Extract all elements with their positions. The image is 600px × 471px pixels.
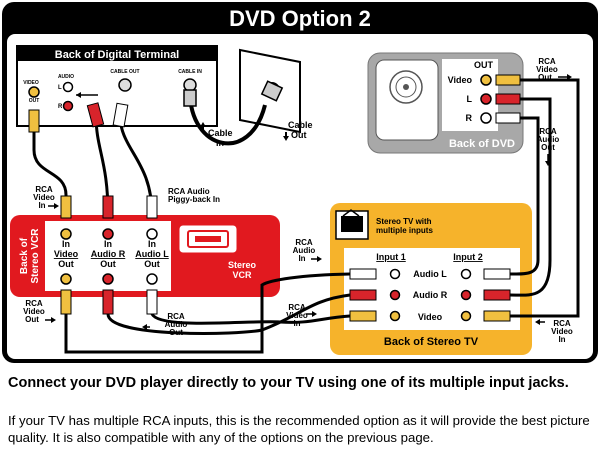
tv-rca-video-in-right-3: In — [558, 335, 565, 344]
vcr-rca-video-out-3: Out — [25, 315, 39, 324]
vcr-name-2: VCR — [232, 270, 252, 280]
vcr-video-in: In — [62, 239, 70, 249]
vcr-audio-l-in: In — [148, 239, 156, 249]
tv-rca-audio-in-2: Audio — [293, 246, 316, 255]
terminal-l-label: L — [58, 85, 62, 91]
wall-cable-in-1: Cable — [208, 128, 233, 138]
vcr-side-label-2: Stereo VCR — [30, 228, 41, 284]
dvd-audio-r-jack — [480, 112, 492, 124]
tv-audio-l-label: Audio L — [413, 269, 447, 279]
vcr-audio-r-out: Out — [100, 259, 116, 269]
caption-body: If your TV has multiple RCA inputs, this… — [8, 413, 590, 445]
terminal-audio-l-jack — [62, 81, 74, 93]
vcr-audio-r-in: In — [104, 239, 112, 249]
stereo-tv: Stereo TV with multiple inputs Input 1 I… — [330, 203, 532, 355]
vcr-rca-video-out-1: RCA — [25, 299, 43, 308]
tv-rca-video-in-left-2: Video — [286, 311, 308, 320]
wall-cable-out-1: Cable — [288, 120, 313, 130]
vcr-rca-video-in-1: RCA — [35, 185, 53, 194]
dvd-out-label: OUT — [474, 60, 494, 70]
tv-rca-audio-in-1: RCA — [295, 238, 313, 247]
vcr-rca-audio-piggy-1: RCA Audio — [168, 187, 210, 196]
dvd-r-label: R — [466, 113, 473, 123]
vcr-video-name: Video — [54, 249, 79, 259]
vcr-rca-video-in-2: Video — [33, 193, 55, 202]
vcr-audio-r-name: Audio R — [91, 249, 126, 259]
stereo-vcr: Back of Stereo VCR Stereo VCR In Video O… — [10, 215, 280, 297]
terminal-audio-label: AUDIO — [58, 74, 74, 80]
terminal-cable-out-label: CABLE OUT — [110, 69, 139, 75]
dvd-rca-video-out-1: RCA — [538, 57, 556, 66]
dvd-rca-video-out-2: Video — [536, 65, 558, 74]
terminal-cable-out-jack — [118, 78, 132, 92]
dvd-audio-l-jack — [480, 93, 492, 105]
tv-rca-video-in-right-1: RCA — [553, 319, 571, 328]
terminal-title: Back of Digital Terminal — [55, 49, 180, 61]
terminal-video-label: VIDEO — [23, 80, 39, 86]
vcr-rca-video-in-3: In — [38, 201, 45, 210]
vcr-audio-l-out: Out — [144, 259, 160, 269]
vcr-rca-audio-out-2: Audio — [165, 320, 188, 329]
tv-rca-audio-in-3: In — [298, 254, 305, 263]
dvd-rca-audio-out-3: Out — [541, 143, 555, 152]
terminal-cable-in-jack — [183, 78, 197, 92]
dvd-player: DVD Player OUT Video L R Back of DVD — [367, 52, 524, 154]
terminal-video-jack — [28, 86, 40, 98]
diagram-title: DVD Option 2 — [229, 6, 371, 31]
tv-video-label: Video — [418, 312, 443, 322]
tv-input1-label: Input 1 — [376, 252, 406, 262]
tv-title-1: Stereo TV with — [376, 217, 432, 226]
vcr-rca-audio-out-1: RCA — [167, 312, 185, 321]
terminal-r-label: R — [58, 104, 63, 110]
vcr-name-1: Stereo — [228, 260, 257, 270]
vcr-rca-audio-piggy-2: Piggy-back In — [168, 195, 220, 204]
vcr-rca-video-out-2: Video — [23, 307, 45, 316]
vcr-audio-l-name: Audio L — [135, 249, 169, 259]
dvd-player-label-2: Player — [396, 127, 420, 136]
tv-back-label: Back of Stereo TV — [384, 336, 479, 348]
vcr-video-out: Out — [58, 259, 74, 269]
wall-cable-out-2: Out — [291, 130, 307, 140]
tv-rca-video-in-right-2: Video — [551, 327, 573, 336]
tv-input2-label: Input 2 — [453, 252, 483, 262]
tv-audio-r-label: Audio R — [413, 290, 448, 300]
dvd-rca-video-out-3: Out — [538, 73, 552, 82]
vcr-side-label-1: Back of — [19, 237, 30, 274]
dvd-back-label: Back of DVD — [449, 138, 515, 150]
dvd-rca-audio-out-1: RCA — [539, 127, 557, 136]
dvd-video-label: Video — [448, 75, 473, 85]
tv-rca-video-in-left-1: RCA — [288, 303, 306, 312]
terminal-cable-in-label: CABLE IN — [178, 69, 202, 75]
terminal-out-label: OUT — [29, 98, 40, 104]
dvd-video-jack — [480, 74, 492, 86]
dvd-rca-audio-out-2: Audio — [537, 135, 560, 144]
terminal-audio-r-jack — [62, 100, 74, 112]
dvd-l-label: L — [467, 94, 473, 104]
caption-heading: Connect your DVD player directly to your… — [8, 375, 569, 391]
tv-title-2: multiple inputs — [376, 226, 433, 235]
dvd-player-label-1: DVD — [400, 118, 417, 127]
